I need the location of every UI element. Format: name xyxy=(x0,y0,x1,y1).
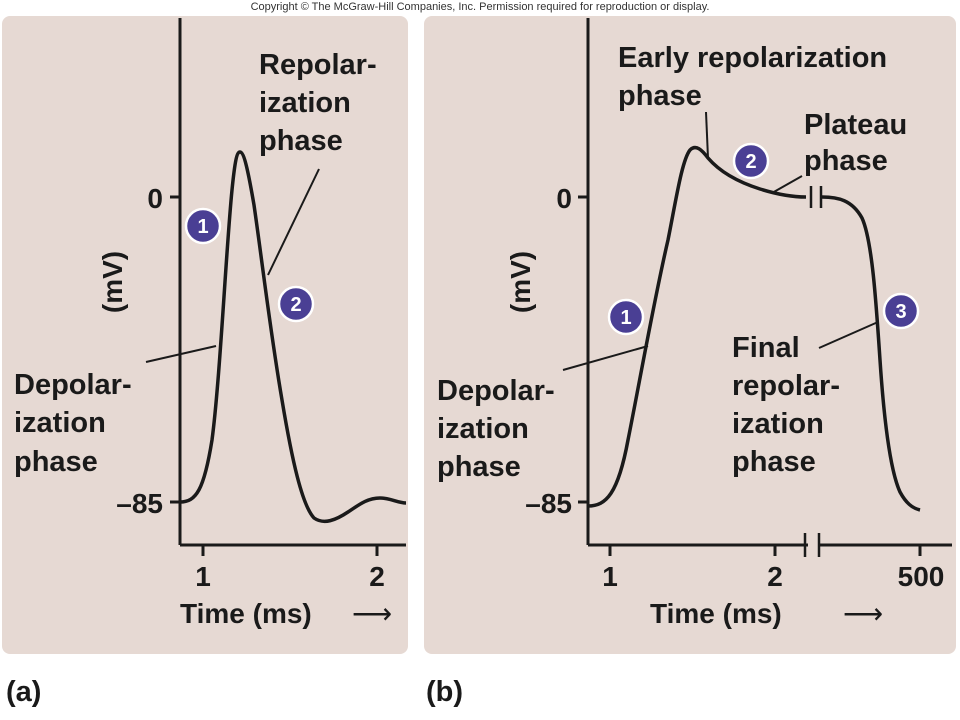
svg-text:ization: ization xyxy=(14,407,106,439)
panel-b-early-repolarization-pointer xyxy=(705,111,709,159)
panel-a-x-axis-label: Time (ms) xyxy=(180,598,312,629)
panel-b-x-tick-label-1: 1 xyxy=(602,561,618,592)
panel-b-action-potential-curve-left xyxy=(587,145,807,508)
svg-text:2: 2 xyxy=(290,294,301,316)
panel-b-figure-label: (b) xyxy=(426,676,464,708)
panel-a-y-tick-label-85: –85 xyxy=(116,488,163,519)
panel-b: 1 2 3 0 –85 (mV) 1 2 500 Time (ms) ⟶ Dep… xyxy=(437,18,952,629)
svg-text:ization: ization xyxy=(732,408,824,440)
svg-text:Repolar-: Repolar- xyxy=(259,49,377,81)
svg-text:2: 2 xyxy=(745,151,756,173)
panel-a-badge-1: 1 xyxy=(184,207,222,245)
panel-a-background xyxy=(2,16,408,654)
panel-a-repolarization-label: Repolar- ization phase xyxy=(259,49,377,157)
panel-b-plateau-pointer xyxy=(771,175,803,194)
svg-text:Early repolarization: Early repolarization xyxy=(618,42,887,74)
svg-text:Depolar-: Depolar- xyxy=(14,369,132,401)
panel-b-x-tick-label-2: 2 xyxy=(767,561,783,592)
panel-a-repolarization-pointer xyxy=(267,168,320,276)
panel-b-x-axis-arrow: ⟶ xyxy=(843,598,883,629)
panel-b-early-repolarization-label: Early repolarization phase xyxy=(618,42,887,112)
panel-b-final-repolarization-label: Final repolar- ization phase xyxy=(732,332,840,478)
panel-a-x-axis-arrow: ⟶ xyxy=(352,598,392,629)
svg-text:repolar-: repolar- xyxy=(732,370,840,402)
panel-a-depolarization-label: Depolar- ization phase xyxy=(14,369,132,478)
svg-text:phase: phase xyxy=(437,451,521,483)
panel-b-depolarization-pointer xyxy=(562,345,649,371)
svg-text:phase: phase xyxy=(732,446,816,478)
panel-a-badge-2: 2 xyxy=(277,285,315,323)
panel-b-badge-2: 2 xyxy=(732,142,770,180)
panel-b-y-tick-label-0: 0 xyxy=(556,183,572,214)
panel-b-background xyxy=(424,16,956,654)
panel-a-x-tick-label-1: 1 xyxy=(195,561,211,592)
svg-text:phase: phase xyxy=(259,125,343,157)
svg-text:3: 3 xyxy=(895,301,906,323)
svg-text:Plateau: Plateau xyxy=(804,109,907,141)
svg-text:Final: Final xyxy=(732,332,800,364)
panel-b-action-potential-curve-right xyxy=(821,195,921,512)
svg-text:phase: phase xyxy=(804,145,888,177)
svg-text:ization: ization xyxy=(259,87,351,119)
panel-a-y-axis-label: (mV) xyxy=(97,251,128,313)
panel-a-action-potential-curve xyxy=(179,150,407,524)
panel-b-depolarization-label: Depolar- ization phase xyxy=(437,375,555,483)
panel-b-plateau-label: Plateau phase xyxy=(804,109,907,177)
svg-text:Depolar-: Depolar- xyxy=(437,375,555,407)
panel-a: 1 2 0 –85 (mV) 1 2 Time (ms) ⟶ Depolar- … xyxy=(14,18,407,629)
panel-b-final-repolarization-pointer xyxy=(818,321,879,349)
panel-a-depolarization-pointer xyxy=(145,345,217,363)
panel-b-badge-3: 3 xyxy=(882,292,920,330)
panel-b-x-tick-label-500: 500 xyxy=(898,561,945,592)
panel-a-figure-label: (a) xyxy=(6,676,42,708)
copyright-notice: Copyright © The McGraw-Hill Companies, I… xyxy=(250,1,710,13)
panel-b-y-tick-label-85: –85 xyxy=(525,488,572,519)
panel-b-y-axis-label: (mV) xyxy=(505,251,536,313)
panel-a-x-tick-label-2: 2 xyxy=(369,561,385,592)
panel-b-x-axis-label: Time (ms) xyxy=(650,598,782,629)
svg-text:1: 1 xyxy=(197,216,208,238)
svg-text:ization: ization xyxy=(437,413,529,445)
panel-a-y-tick-label-0: 0 xyxy=(147,183,163,214)
svg-text:phase: phase xyxy=(618,80,702,112)
svg-text:1: 1 xyxy=(620,307,631,329)
svg-text:phase: phase xyxy=(14,446,98,478)
panel-b-badge-1: 1 xyxy=(607,298,645,336)
